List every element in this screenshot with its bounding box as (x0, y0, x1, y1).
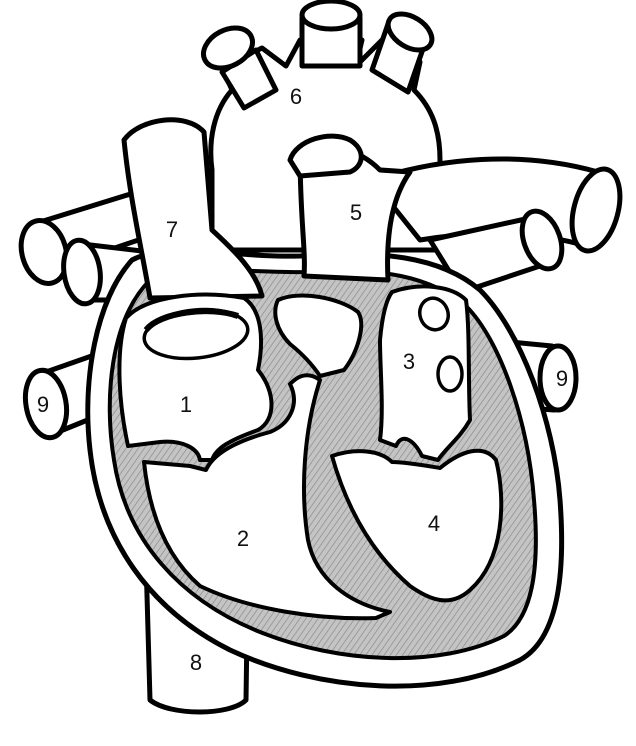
pulmonary-artery-branch-right (369, 156, 623, 295)
label-left-ventricle: 4 (428, 511, 440, 536)
pulmonary-vein-opening-lower (436, 355, 464, 393)
left-atrium (378, 284, 472, 462)
right-atrium (117, 292, 274, 462)
pulmonary-artery (287, 133, 413, 283)
label-right-atrium: 1 (180, 392, 192, 417)
carotid-branch (299, 0, 363, 69)
label-superior-vena-cava: 7 (166, 217, 178, 242)
label-aorta: 6 (290, 84, 302, 109)
labels: 1 2 3 4 5 6 7 8 9 9 (37, 84, 568, 675)
label-inferior-vena-cava: 8 (190, 650, 202, 675)
label-pulmonary-vein-left: 9 (37, 392, 49, 417)
label-pulmonary-vein-right: 9 (556, 366, 568, 391)
septum-notch (273, 293, 364, 378)
subclavian-branch (369, 11, 435, 95)
superior-vena-cava (121, 117, 265, 301)
label-pulmonary-artery: 5 (350, 200, 362, 225)
right-ventricle (142, 373, 392, 621)
label-right-ventricle: 2 (237, 526, 249, 551)
label-left-atrium: 3 (403, 349, 415, 374)
left-ventricle (330, 448, 504, 603)
brachiocephalic-branch (201, 25, 279, 111)
pulmonary-vein-opening-upper (418, 296, 450, 332)
